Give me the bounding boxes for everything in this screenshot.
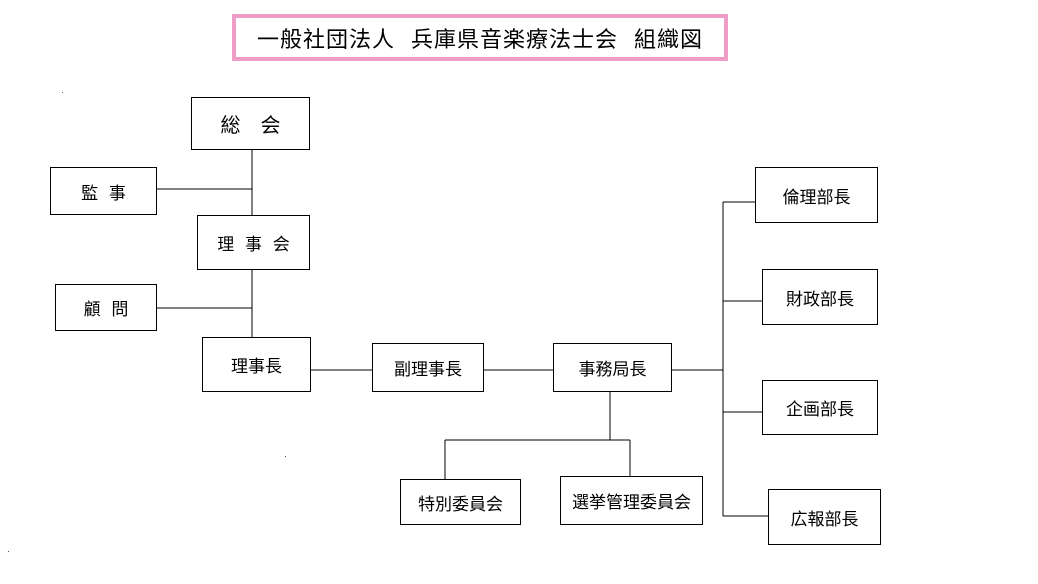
chart-title: 一般社団法人 兵庫県音楽療法士会 組織図 [232, 14, 728, 61]
node-ethics-director: 倫理部長 [755, 167, 878, 223]
node-auditor: 監 事 [50, 167, 157, 215]
node-general-assembly: 総 会 [191, 97, 310, 150]
node-secretary-general: 事務局長 [553, 343, 672, 392]
stray-mark [285, 456, 286, 457]
node-chairman: 理事長 [202, 337, 311, 392]
stray-mark [62, 92, 63, 93]
node-special-committee: 特別委員会 [400, 479, 521, 525]
node-vice-chairman: 副理事長 [372, 343, 484, 392]
stray-mark [8, 551, 9, 552]
node-advisor: 顧 問 [55, 284, 157, 331]
node-planning-director: 企画部長 [762, 380, 878, 435]
node-pr-director: 広報部長 [768, 489, 881, 545]
node-finance-director: 財政部長 [762, 269, 878, 325]
node-election-committee: 選挙管理委員会 [560, 476, 703, 525]
node-board: 理 事 会 [197, 215, 310, 270]
